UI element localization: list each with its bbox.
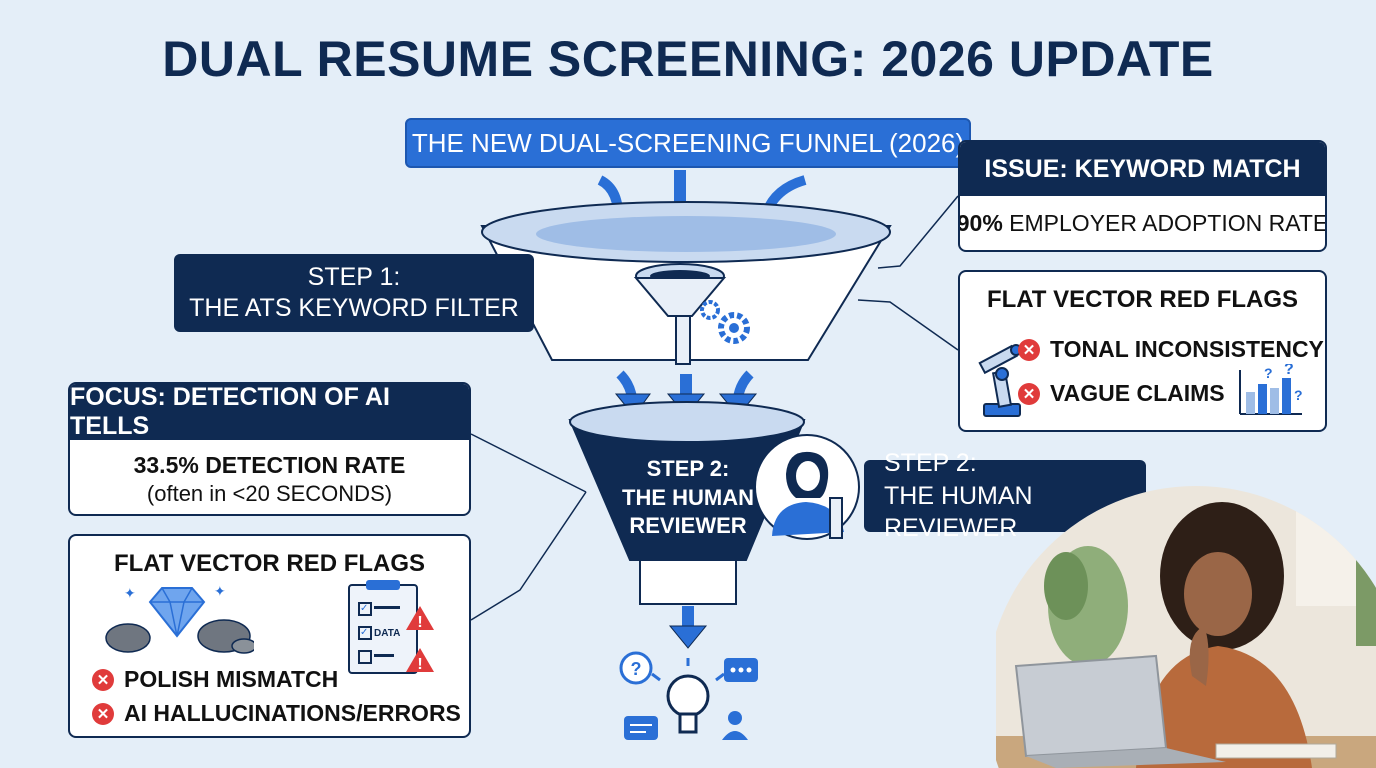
page-title: DUAL RESUME SCREENING: 2026 UPDATE: [162, 31, 1214, 87]
focus-header: FOCUS: DETECTION OF AI TELLS: [70, 384, 469, 440]
red-flag-right-1-text: TONAL INCONSISTENCY: [1050, 336, 1324, 362]
connector-red-flags-right: [857, 299, 959, 351]
red-flag-right-1: ✕ TONAL INCONSISTENCY: [1018, 336, 1324, 363]
checklist-warning-icon: ✓ ✓ DATA: [348, 580, 418, 674]
step2-funnel-line3: REVIEWER: [629, 513, 747, 539]
user-icon: [722, 711, 748, 740]
svg-text:!: !: [417, 614, 422, 631]
svg-text:?: ?: [631, 659, 642, 679]
issue-card: ISSUE: KEYWORD MATCH 90% EMPLOYER ADOPTI…: [958, 140, 1327, 252]
svg-text:✦: ✦: [124, 586, 136, 602]
warning-icon: ! !: [406, 606, 434, 673]
red-flag-left-1: ✕ POLISH MISMATCH: [92, 666, 338, 693]
focus-card: FOCUS: DETECTION OF AI TELLS 33.5% DETEC…: [68, 382, 471, 516]
issue-stat-text: EMPLOYER ADOPTION RATE: [1002, 209, 1327, 236]
x-circle-icon: ✕: [1018, 338, 1040, 361]
robot-arm-icon: [978, 344, 1022, 417]
red-flags-right-card: FLAT VECTOR RED FLAGS ✕ TONAL INCONSISTE…: [958, 270, 1327, 432]
reviewer-photo: [996, 486, 1376, 768]
question-bubble-icon: ?: [619, 651, 653, 685]
step1-line2: THE ATS KEYWORD FILTER: [189, 294, 519, 322]
output-arrow-icon: [668, 606, 708, 649]
svg-text:?: ?: [1294, 387, 1303, 403]
human-funnel: [568, 401, 806, 605]
lightbulb-icon: [651, 658, 725, 734]
issue-header: ISSUE: KEYWORD MATCH: [960, 142, 1325, 196]
ats-funnel: [480, 201, 892, 365]
x-circle-icon: ✕: [92, 668, 114, 691]
svg-text:✦: ✦: [214, 584, 226, 600]
step2-funnel-label: STEP 2: THE HUMAN REVIEWER: [600, 455, 776, 541]
step1-label: STEP 1: THE ATS KEYWORD FILTER: [174, 254, 534, 332]
connector-red-flags-left: [470, 491, 587, 621]
issue-stat-percent: 90%: [958, 209, 1003, 236]
chat-bubble-icon: [624, 658, 758, 740]
svg-text:?: ?: [1284, 364, 1294, 378]
red-flags-right-header: FLAT VECTOR RED FLAGS: [986, 286, 1299, 313]
connector-focus: [470, 433, 587, 493]
funnel-icon: [633, 263, 727, 365]
step1-line1: STEP 1:: [307, 262, 401, 291]
issue-stat: 90% EMPLOYER ADOPTION RATE: [960, 196, 1325, 250]
rock-icon: [105, 623, 151, 653]
red-flag-right-2: ✕ VAGUE CLAIMS: [1018, 380, 1225, 407]
data-tag: DATA: [374, 628, 401, 639]
red-flags-left-card: FLAT VECTOR RED FLAGS ✦ ✦ ✓ ✓ DATA ! ! ✕…: [68, 534, 471, 738]
focus-detection-time: (often in <20 SECONDS): [146, 481, 393, 506]
connector-issue: [877, 195, 959, 269]
funnel-diagram: ?: [480, 170, 892, 740]
red-flag-left-2: ✕ AI HALLUCINATIONS/ERRORS: [92, 700, 461, 727]
step2-label-line2: THE HUMAN REVIEWER: [884, 481, 1033, 543]
step2-label-line1: STEP 2:: [884, 449, 977, 478]
step2-funnel-line1: STEP 2:: [646, 456, 730, 481]
reviewer-avatar-icon: [754, 434, 860, 540]
red-flag-left-2-text: AI HALLUCINATIONS/ERRORS: [124, 700, 461, 726]
funnel-banner: THE NEW DUAL-SCREENING FUNNEL (2026): [405, 118, 971, 168]
red-flag-left-1-text: POLISH MISMATCH: [124, 666, 339, 692]
bar-chart-question-icon: ? ? ?: [1239, 364, 1303, 415]
red-flags-left-header: FLAT VECTOR RED FLAGS: [113, 550, 426, 577]
focus-detection-rate: 33.5% DETECTION RATE: [133, 452, 406, 478]
diamond-icon: ✦ ✦: [105, 584, 254, 654]
step2-funnel-line2: THE HUMAN: [622, 484, 754, 510]
red-flag-right-2-text: VAGUE CLAIMS: [1050, 380, 1225, 406]
svg-text:!: !: [417, 656, 422, 673]
svg-text:?: ?: [1264, 365, 1273, 381]
x-circle-icon: ✕: [1018, 382, 1040, 405]
x-circle-icon: ✕: [92, 702, 114, 725]
gear-icon: [700, 300, 750, 344]
